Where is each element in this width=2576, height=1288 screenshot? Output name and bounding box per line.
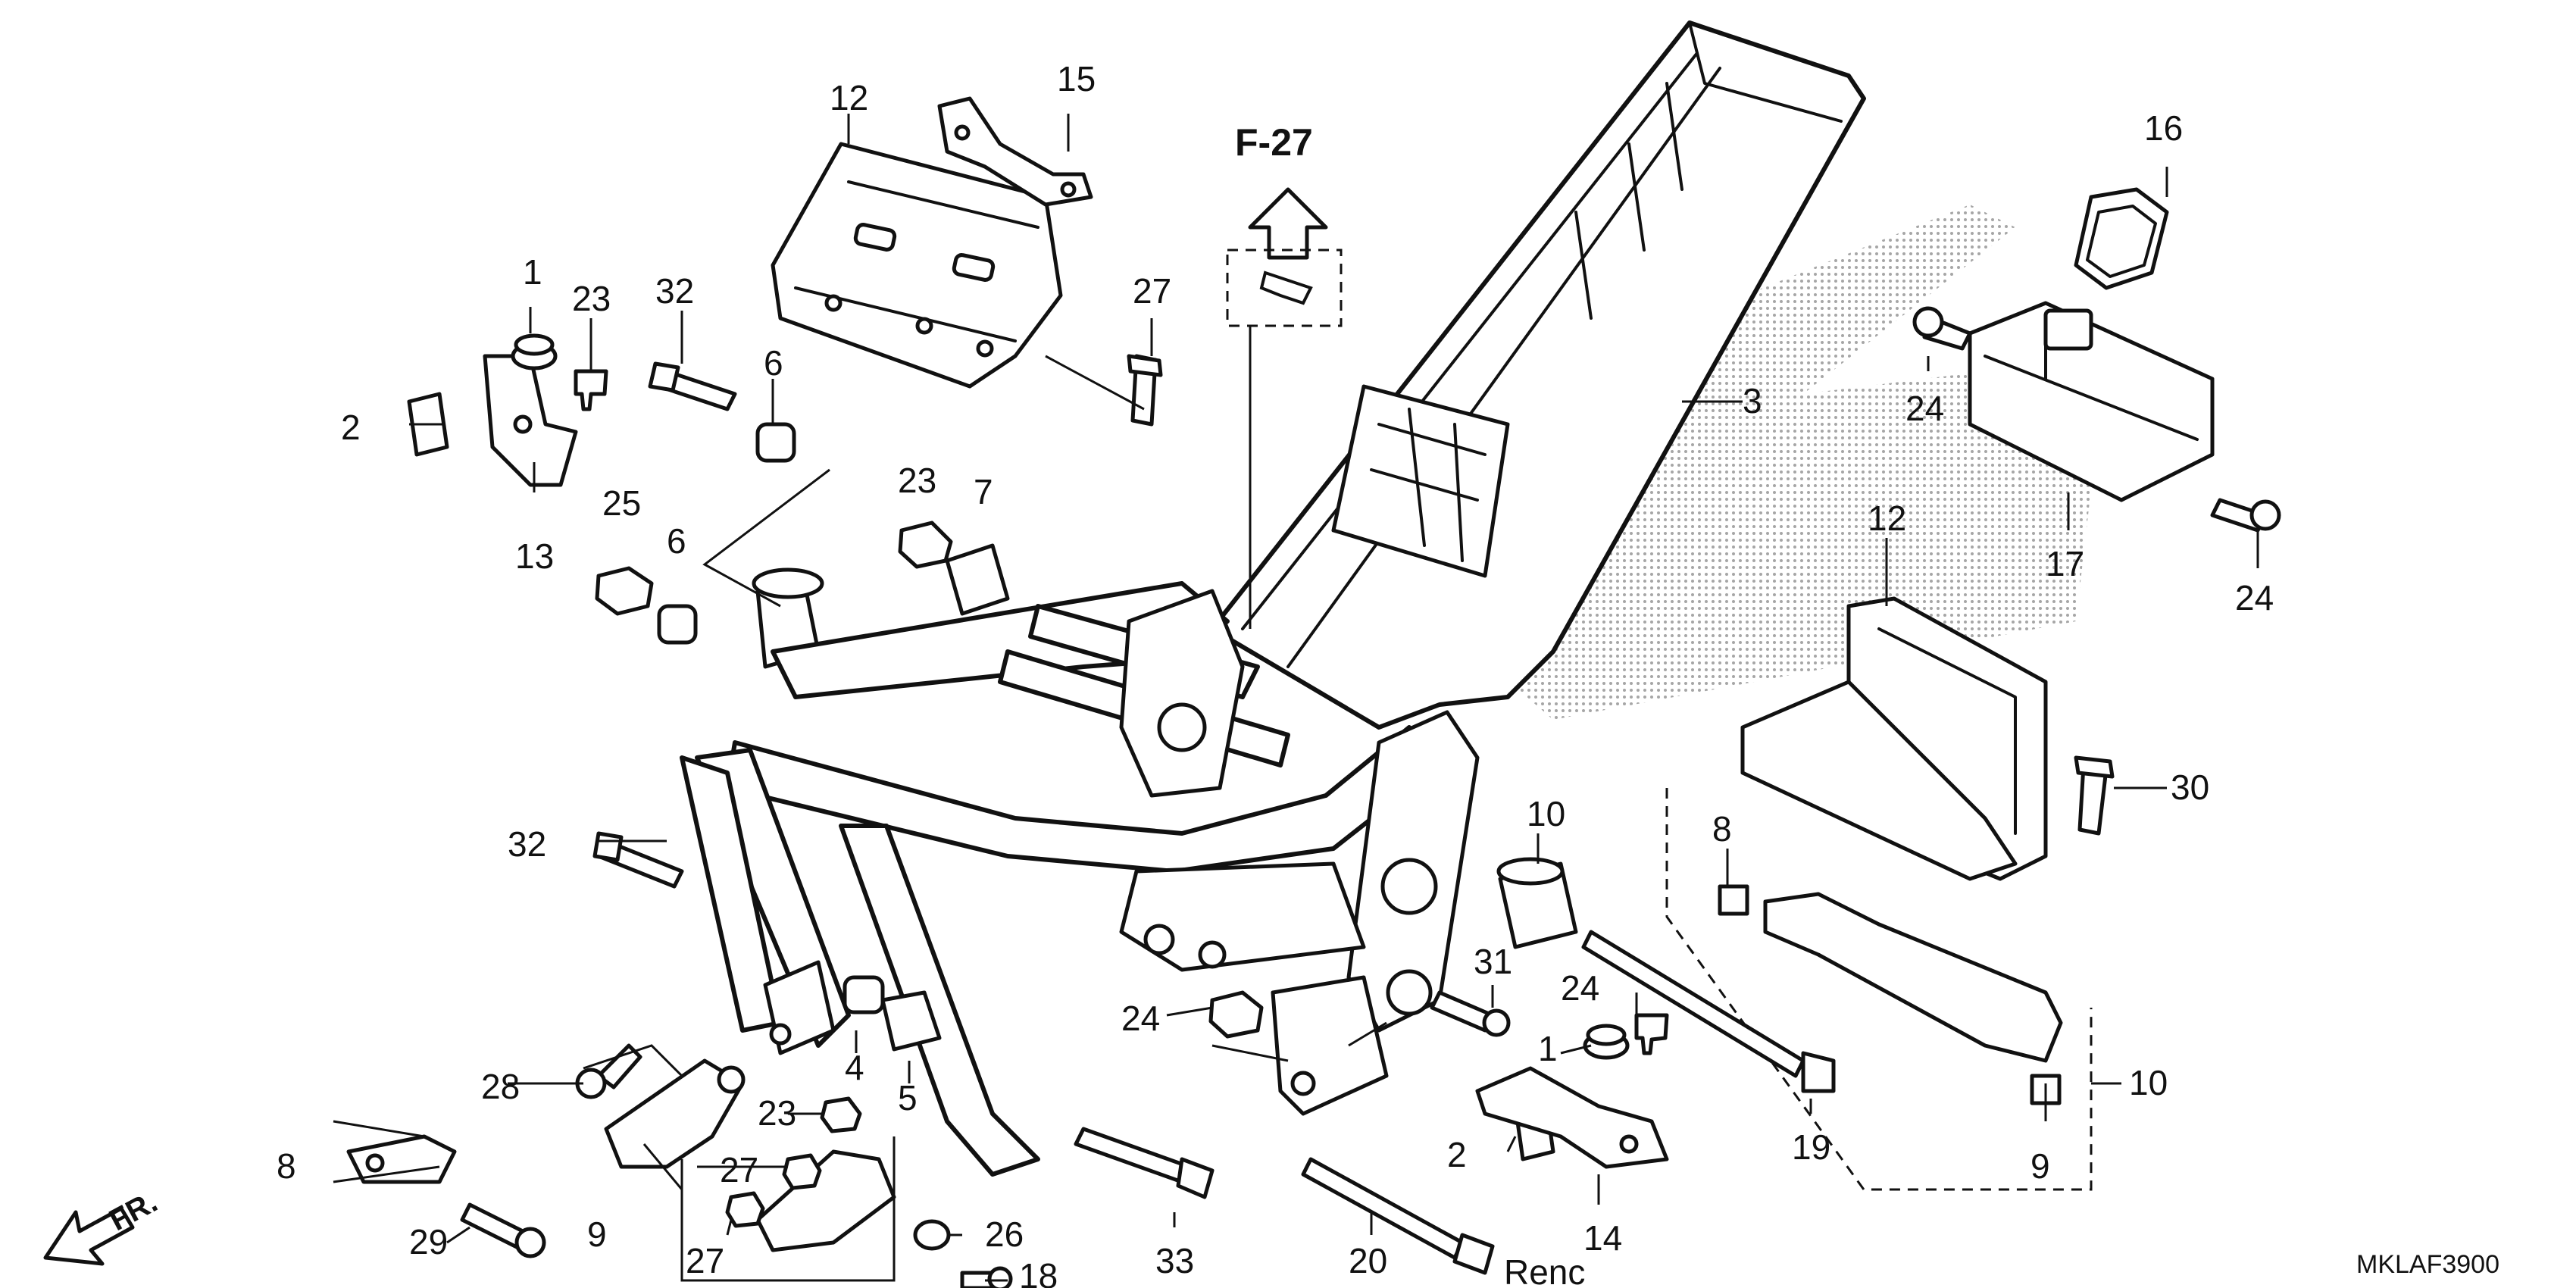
callout-29[interactable]: 25 — [602, 483, 641, 523]
nut-29[interactable] — [595, 566, 654, 616]
callout-19[interactable]: 17 — [2046, 544, 2084, 583]
bolt-22[interactable] — [1301, 1157, 1495, 1275]
bolt-24b[interactable] — [2210, 498, 2281, 533]
callout-17[interactable]: 15 — [1057, 59, 1096, 98]
collar-6a[interactable] — [755, 422, 796, 463]
callout-1[interactable]: 1 — [523, 252, 542, 292]
callout-27b[interactable]: 27 — [686, 1241, 724, 1280]
nut-26[interactable] — [820, 1096, 862, 1133]
callout-21[interactable]: 19 — [1792, 1127, 1830, 1167]
nut-25[interactable] — [898, 521, 953, 569]
callout-32[interactable]: 30 — [2171, 767, 2209, 807]
front-direction-arrow-icon — [43, 1206, 135, 1266]
callout-26[interactable]: 23 — [758, 1093, 796, 1133]
drawing-code: MKLAF3900 — [2356, 1250, 2499, 1279]
callouts: 12 15 1 23 32 6 27 F-27 2 13 25 6 23 7 3… — [104, 59, 2499, 1288]
callout-14[interactable]: 12 — [830, 78, 868, 117]
bracket-17[interactable] — [937, 96, 1093, 207]
callout-23b[interactable]: 24 — [1561, 968, 1599, 1008]
callout-20[interactable]: 18 — [1019, 1256, 1058, 1288]
watermark-logo — [1424, 205, 2106, 720]
callout-31[interactable]: 27 — [1133, 271, 1171, 311]
callout-22[interactable]: 20 — [1349, 1241, 1387, 1280]
collar-6b[interactable] — [657, 604, 698, 645]
truncated-text: Renc — [1504, 1252, 1585, 1288]
bolt-32[interactable] — [2074, 755, 2115, 836]
callout-16[interactable]: 14 — [1583, 1218, 1622, 1258]
callout-18[interactable]: 16 — [2144, 108, 2183, 148]
screw-23b[interactable] — [1634, 1013, 1669, 1055]
callout-9[interactable]: 8 — [277, 1146, 296, 1186]
bolt-35[interactable] — [1430, 990, 1511, 1037]
nut-28[interactable] — [1208, 990, 1264, 1039]
callout-5[interactable]: 5 — [898, 1078, 918, 1118]
f27-reference[interactable] — [1226, 187, 1343, 327]
bolt-33[interactable] — [575, 1043, 642, 1099]
screw-23a[interactable] — [574, 369, 608, 411]
bolt-36[interactable] — [648, 361, 737, 411]
callout-33[interactable]: 28 — [481, 1067, 520, 1106]
callout-f27[interactable]: F-27 — [1235, 121, 1313, 164]
collar-5[interactable] — [880, 990, 942, 1052]
callout-8[interactable]: 10 — [1527, 794, 1565, 833]
grommet-1[interactable] — [511, 333, 558, 370]
collar-7[interactable] — [945, 543, 1010, 616]
collar-4[interactable] — [843, 975, 885, 1014]
callout-15[interactable]: 13 — [515, 536, 554, 576]
callout-36[interactable]: 32 — [655, 271, 694, 311]
bracket-13[interactable] — [1740, 596, 2048, 881]
callout-6a[interactable]: 6 — [764, 343, 783, 383]
nut-27b[interactable] — [725, 1191, 765, 1228]
grommet-1b[interactable] — [1583, 1024, 1630, 1060]
step-bracket-9[interactable] — [346, 1134, 457, 1184]
nut-27a[interactable] — [782, 1153, 822, 1190]
bolt-21[interactable] — [1581, 930, 1836, 1093]
callout-30[interactable]: 26 — [985, 1215, 1024, 1254]
leader-lines — [333, 114, 2259, 1282]
callout-10[interactable]: 9 — [587, 1215, 607, 1254]
callout-2b[interactable]: 2 — [1447, 1135, 1467, 1174]
callout-35[interactable]: 31 — [1474, 942, 1512, 981]
bracket-15[interactable] — [483, 354, 578, 487]
callout-7[interactable]: 7 — [974, 472, 993, 511]
main-frame[interactable] — [680, 20, 1866, 1177]
seat-bracket-14[interactable] — [771, 142, 1063, 389]
ecu-19[interactable] — [1968, 301, 2215, 502]
callout-6b[interactable]: 6 — [667, 521, 686, 561]
callout-34[interactable]: 29 — [409, 1222, 448, 1261]
collar-8[interactable] — [1496, 857, 1578, 949]
bracket-16[interactable] — [1475, 1066, 1669, 1169]
bolt-31[interactable] — [1127, 354, 1163, 427]
gasket-18[interactable] — [2074, 187, 2169, 290]
callout-38[interactable]: 33 — [1155, 1241, 1194, 1280]
callout-25[interactable]: 23 — [898, 461, 936, 500]
callout-3[interactable]: 3 — [1743, 381, 1762, 420]
callout-23a[interactable]: 23 — [572, 279, 611, 318]
washer-30[interactable] — [913, 1219, 951, 1251]
callout-12a[interactable]: 8 — [1712, 809, 1732, 849]
callout-24b[interactable]: 24 — [2235, 578, 2274, 617]
bolt-20[interactable] — [960, 1266, 1013, 1288]
bolt-24a[interactable] — [1912, 306, 1972, 351]
bolt-34[interactable] — [460, 1202, 546, 1258]
bolt-38[interactable] — [1074, 1127, 1215, 1199]
callout-11[interactable]: 10 — [2129, 1063, 2168, 1102]
callout-13[interactable]: 12 — [1868, 499, 1906, 538]
callout-28[interactable]: 24 — [1121, 999, 1160, 1038]
callout-4[interactable]: 4 — [845, 1048, 864, 1087]
callout-27a[interactable]: 27 — [720, 1150, 758, 1190]
callout-24a[interactable]: 24 — [1905, 389, 1944, 428]
callout-12b[interactable]: 9 — [2030, 1146, 2050, 1186]
callout-37[interactable]: 32 — [508, 824, 546, 864]
callout-2[interactable]: 2 — [341, 408, 361, 447]
callout-1b[interactable]: 1 — [1538, 1029, 1558, 1068]
